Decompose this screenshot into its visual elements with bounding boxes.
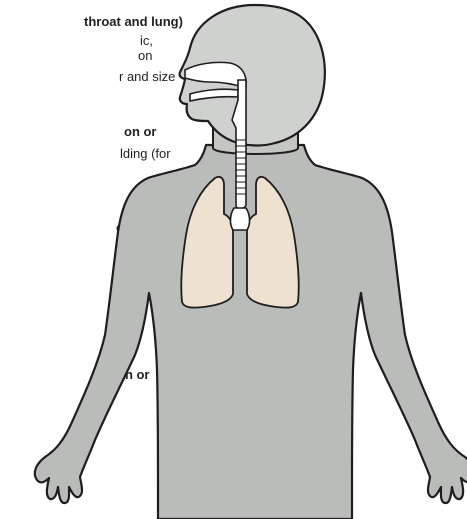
body-silhouette: [35, 145, 467, 519]
bronchi: [230, 208, 249, 230]
